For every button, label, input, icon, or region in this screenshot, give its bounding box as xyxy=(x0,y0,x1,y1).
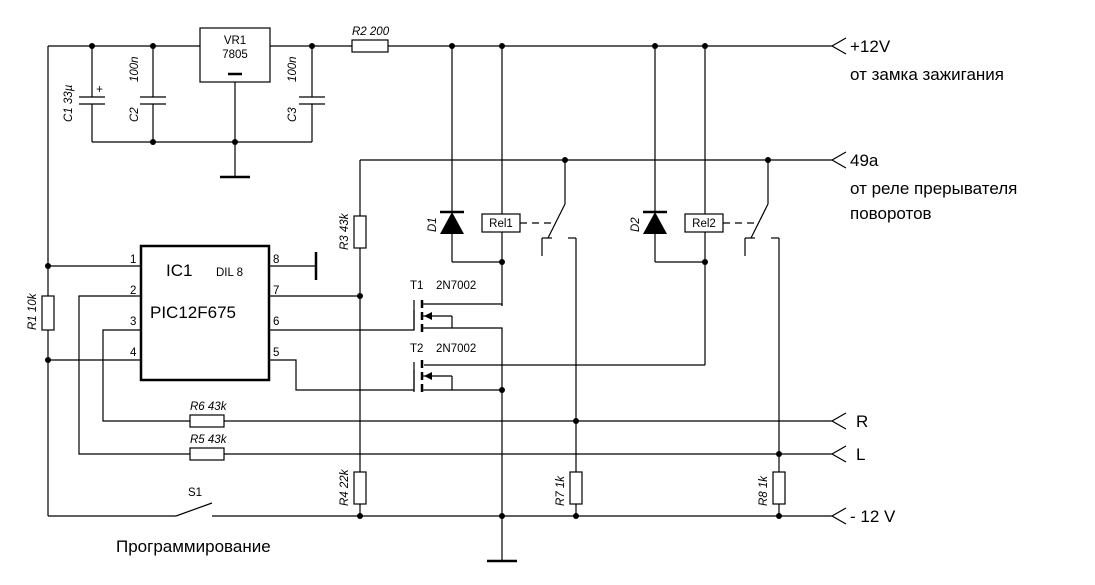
c1-label: C1 33µ xyxy=(63,84,75,122)
c1-capacitor: + C1 33µ xyxy=(63,46,105,142)
t2-value: 2N7002 xyxy=(436,343,476,355)
terminal-minus12: - 12 V xyxy=(830,507,896,526)
ic1-ref: IC1 xyxy=(166,261,192,280)
r2-label: R2 200 xyxy=(352,26,390,38)
c3-value: 100n xyxy=(287,56,299,82)
rel1-ref: Rel1 xyxy=(489,218,513,230)
49a-name: 49a xyxy=(850,151,879,170)
r8-label: R8 1k xyxy=(758,475,770,506)
r5-label: R5 43k xyxy=(190,434,228,446)
r7-resistor: R7 1k xyxy=(555,471,583,516)
rel2-coil: Rel2 xyxy=(424,46,758,366)
c3-capacitor: C3 100n xyxy=(287,46,325,142)
r3-label: R3 43k xyxy=(339,212,351,250)
s1-ref: S1 xyxy=(188,487,202,499)
l-name: L xyxy=(856,445,865,464)
terminal-l: L xyxy=(830,445,865,464)
rel2-contact xyxy=(744,160,780,472)
t2-mosfet: T2 2N7002 xyxy=(410,343,517,563)
rail-plus12 xyxy=(47,45,832,296)
r4-label: R4 22k xyxy=(339,468,351,506)
r7-label: R7 1k xyxy=(555,475,567,506)
ic1-pin-5: 5 xyxy=(273,347,279,359)
t1-ref: T1 xyxy=(410,280,423,292)
c3-ref: C3 xyxy=(287,107,299,122)
junction-dots xyxy=(45,43,782,519)
r8-resistor: R8 1k xyxy=(758,471,786,516)
t1-value: 2N7002 xyxy=(436,280,476,292)
ic1-pin-3: 3 xyxy=(130,316,136,328)
plus12-name: +12V xyxy=(850,37,891,56)
rel2-ref: Rel2 xyxy=(692,218,716,230)
vr1-value: 7805 xyxy=(222,49,248,61)
ic1-pin-1: 1 xyxy=(130,254,136,266)
c1-polarity: + xyxy=(96,84,103,96)
caption: Программирование xyxy=(116,537,271,556)
t2-ref: T2 xyxy=(410,343,423,355)
r5-resistor: R5 43k xyxy=(189,434,832,461)
ic1-pin-7: 7 xyxy=(273,285,279,297)
ic1-part: PIC12F675 xyxy=(150,303,236,322)
vr1-ref: VR1 xyxy=(224,35,246,47)
terminal-plus12: +12V от замка зажигания xyxy=(830,37,1004,84)
r3-resistor: R3 43k xyxy=(339,212,367,296)
r6-label: R6 43k xyxy=(190,401,228,413)
c2-value: 100n xyxy=(129,56,141,82)
49a-desc-1: от реле прерывателя xyxy=(850,179,1017,198)
d1-ref: D1 xyxy=(427,217,439,232)
plus12-desc: от замка зажигания xyxy=(850,65,1004,84)
minus12-name: - 12 V xyxy=(850,507,896,526)
ic1-pin-6: 6 xyxy=(273,316,279,328)
rel1-coil: Rel1 xyxy=(481,46,555,306)
rail-49a: 49a от реле прерывателя поворотов xyxy=(359,151,1017,223)
terminal-r: R xyxy=(830,412,868,431)
d2-diode: D2 xyxy=(630,46,705,263)
49a-desc-2: поворотов xyxy=(850,204,932,223)
ic1-pin-8: 8 xyxy=(273,254,279,266)
ic1-pin-2: 2 xyxy=(130,285,136,297)
d2-ref: D2 xyxy=(630,217,642,232)
vr1-regulator: VR1 7805 xyxy=(199,27,271,179)
d1-diode: D1 xyxy=(427,46,502,263)
c2-ref: C2 xyxy=(129,107,141,122)
s1-switch: S1 xyxy=(175,487,832,517)
r4-resistor: R4 22k xyxy=(339,468,367,516)
ic1-pin-4: 4 xyxy=(130,347,137,359)
r-name: R xyxy=(856,412,868,431)
r1-label: R1 10k xyxy=(27,292,39,330)
t1-mosfet: T1 2N7002 xyxy=(410,280,503,392)
ic1-package: DIL 8 xyxy=(216,267,243,279)
r6-resistor: R6 43k xyxy=(189,401,832,428)
ic1-chip: IC1 DIL 8 PIC12F675 1 2 3 4 5 6 7 8 xyxy=(130,244,279,382)
c2-capacitor: C2 100n xyxy=(129,46,166,142)
r2-resistor: R2 200 xyxy=(351,26,390,53)
rel1-contact xyxy=(541,160,577,472)
